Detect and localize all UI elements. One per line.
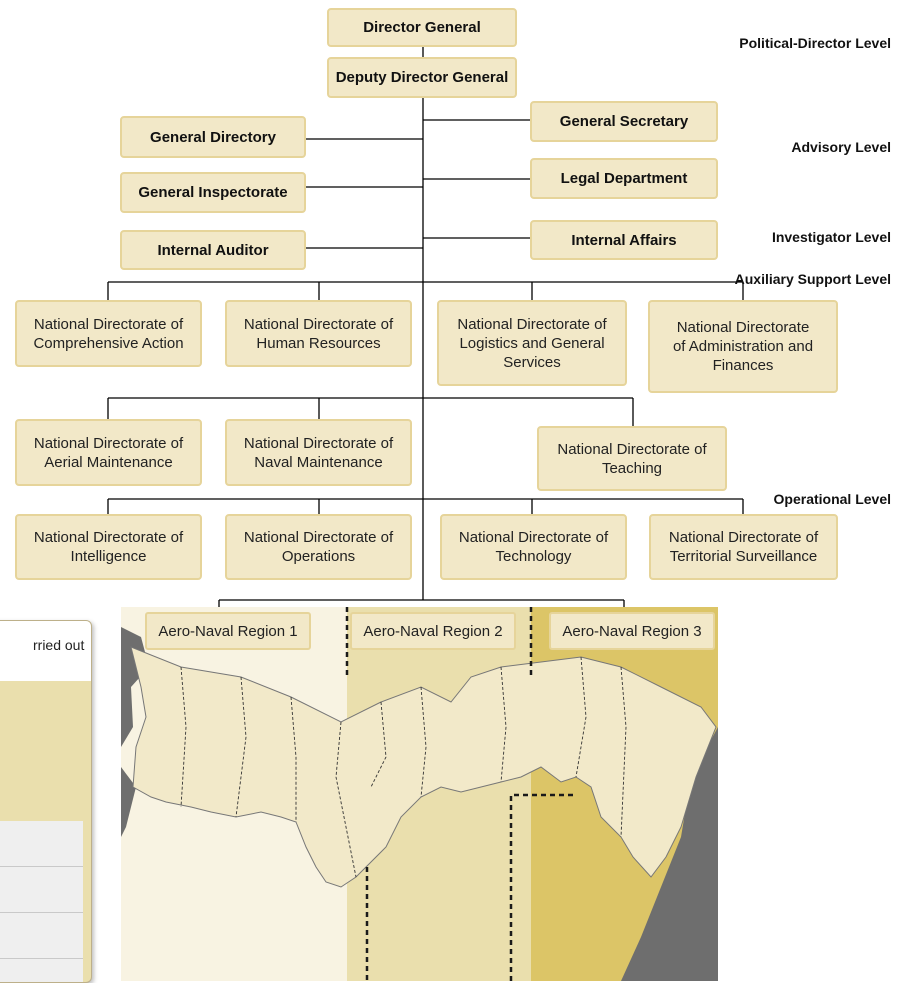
level-political-director: Political-Director Level <box>739 35 891 51</box>
directorate-aerial-maintenance: National Directorate of Aerial Maintenan… <box>15 419 202 486</box>
level-operational: Operational Level <box>773 491 891 507</box>
general-directory-box: General Directory <box>120 116 306 158</box>
table-row <box>0 913 83 959</box>
directorate-line: National Directorate <box>676 319 810 336</box>
panama-landmass <box>130 646 717 888</box>
directorate-line: National Directorate of <box>243 434 394 452</box>
region-2-label: Aero-Naval Region 2 <box>363 622 503 640</box>
directorate-comprehensive-action: National Directorate of Comprehensive Ac… <box>15 300 202 367</box>
general-inspectorate-box: General Inspectorate <box>120 172 306 213</box>
directorate-line: National Directorate of <box>33 529 184 546</box>
directorate-operations: National Directorate of Operations <box>225 514 412 580</box>
region-3-label: Aero-Naval Region 3 <box>562 622 702 640</box>
level-advisory: Advisory Level <box>791 139 891 155</box>
directorate-administration-finances: National Directorate of Administration a… <box>648 300 838 393</box>
level-auxiliary-support: Auxiliary Support Level <box>734 271 891 287</box>
general-secretary-box: General Secretary <box>530 101 718 142</box>
director-general-box: Director General <box>327 8 517 47</box>
director-general-label: Director General <box>363 19 481 36</box>
directorate-line: Territorial Surveillance <box>669 548 818 565</box>
directorate-line: National Directorate of <box>33 315 184 333</box>
directorate-line: Naval Maintenance <box>254 453 383 471</box>
side-panel-text: rried out <box>33 637 85 653</box>
directorate-line: Comprehensive Action <box>33 334 184 352</box>
east-gray-area <box>621 727 718 981</box>
directorate-line: National Directorate of <box>557 440 707 458</box>
table-row <box>0 821 83 867</box>
directorate-territorial-surveillance: National Directorate of Territorial Surv… <box>649 514 838 580</box>
panama-region-map <box>121 607 718 981</box>
directorate-line: Aerial Maintenance <box>44 453 173 471</box>
directorate-technology: National Directorate of Technology <box>440 514 627 580</box>
directorate-line: of Administration and <box>672 338 814 355</box>
directorate-line: National Directorate of <box>458 529 609 546</box>
internal-auditor-label: Internal Auditor <box>157 241 269 259</box>
directorate-line: National Directorate of <box>243 315 394 333</box>
internal-auditor-box: Internal Auditor <box>120 230 306 270</box>
directorate-teaching: National Directorate of Teaching <box>537 426 727 491</box>
level-investigator: Investigator Level <box>771 229 891 245</box>
general-directory-label: General Directory <box>150 128 276 146</box>
directorate-line: Human Resources <box>256 334 381 352</box>
directorate-line: Technology <box>495 548 572 565</box>
table-row <box>0 867 83 913</box>
aero-naval-region-1: Aero-Naval Region 1 <box>145 612 311 650</box>
side-info-panel: rried out <box>0 620 92 983</box>
aero-naval-region-3: Aero-Naval Region 3 <box>549 612 715 650</box>
directorate-line: National Directorate of <box>457 315 607 333</box>
directorate-naval-maintenance: National Directorate of Naval Maintenanc… <box>225 419 412 486</box>
directorate-logistics-general-services: National Directorate of Logistics and Ge… <box>437 300 627 386</box>
directorate-line: Logistics and General <box>459 334 605 352</box>
directorate-human-resources: National Directorate of Human Resources <box>225 300 412 367</box>
aero-naval-region-2: Aero-Naval Region 2 <box>350 612 516 650</box>
internal-affairs-box: Internal Affairs <box>530 220 718 260</box>
directorate-line: National Directorate of <box>243 529 394 546</box>
deputy-director-general-label: Deputy Director General <box>335 69 509 86</box>
legal-department-box: Legal Department <box>530 158 718 199</box>
side-panel-table <box>0 821 83 982</box>
directorate-line: National Directorate of <box>33 434 184 452</box>
internal-affairs-label: Internal Affairs <box>571 231 677 249</box>
legal-department-label: Legal Department <box>560 170 688 187</box>
general-inspectorate-label: General Inspectorate <box>138 184 288 201</box>
region-1-label: Aero-Naval Region 1 <box>158 622 298 640</box>
directorate-line: Services <box>503 353 561 371</box>
deputy-director-general-box: Deputy Director General <box>327 57 517 98</box>
directorate-line: Intelligence <box>70 548 147 565</box>
directorate-intelligence: National Directorate of Intelligence <box>15 514 202 580</box>
general-secretary-label: General Secretary <box>559 113 689 130</box>
directorate-line: Teaching <box>601 459 663 477</box>
directorate-line: Operations <box>281 548 356 565</box>
directorate-line: National Directorate of <box>668 529 819 546</box>
directorate-line: Finances <box>712 357 774 374</box>
side-panel-header: rried out <box>0 621 91 681</box>
